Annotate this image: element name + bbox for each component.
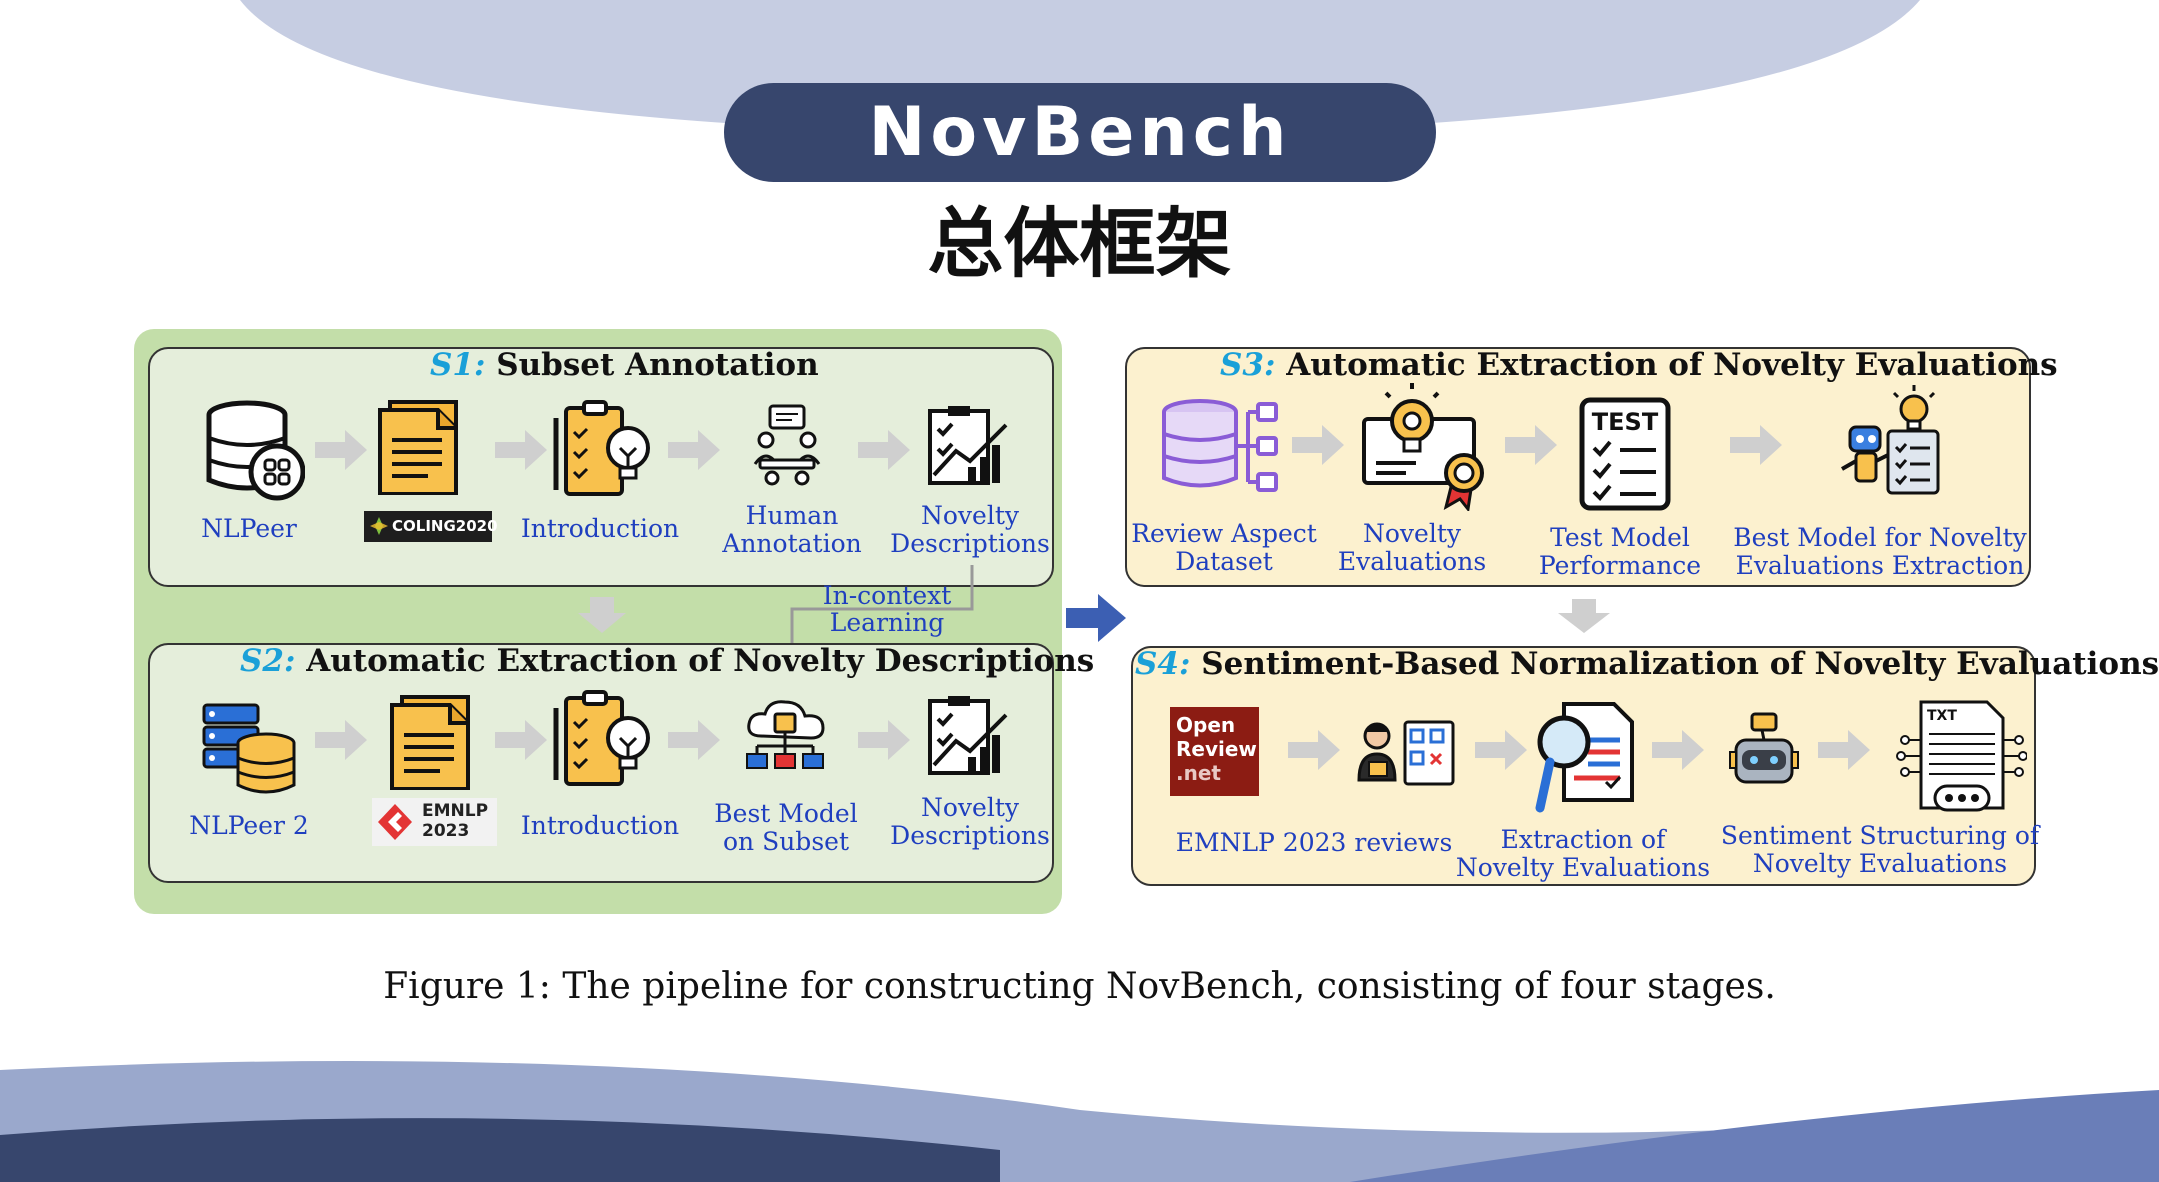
down-flow-arrow-icon	[1558, 599, 1610, 633]
txt-file-icon: TXT	[1896, 700, 2027, 812]
s4-node-label: Sentiment Structuring of Novelty Evaluat…	[1720, 821, 2040, 878]
clipboard-idea-icon	[553, 400, 650, 496]
stage-s3-panel	[1125, 347, 2031, 587]
flow-arrow-icon	[1475, 730, 1527, 770]
flow-arrow-icon	[1505, 425, 1557, 465]
stage-s3-code: S3	[1220, 347, 1264, 383]
flow-arrow-icon	[315, 430, 367, 470]
cloud-network-icon	[746, 700, 825, 769]
certificate-icon	[1362, 383, 1484, 511]
stage-s2-code: S2	[240, 643, 284, 679]
s1-node-label: Novelty Descriptions	[890, 501, 1050, 558]
top-background-wave	[240, 0, 1920, 135]
database-tree-icon	[1162, 399, 1278, 492]
document-icon	[390, 695, 470, 790]
stage-s4-title: S4: Sentiment-Based Normalization of Nov…	[1135, 646, 2159, 682]
s1-node-label: Introduction	[520, 514, 680, 543]
s4-node-label: Extraction of Novelty Evaluations	[1455, 825, 1711, 882]
flow-arrow-icon	[668, 430, 720, 470]
flow-arrow-icon	[495, 720, 547, 760]
chatbot-icon	[1729, 712, 1799, 784]
title-pill: NovBench	[724, 83, 1436, 182]
stage-s2-title: S2: Automatic Extraction of Novelty Desc…	[240, 643, 1095, 679]
stage-s2-title-text: Automatic Extraction of Novelty Descript…	[306, 643, 1095, 679]
document-icon	[378, 400, 458, 495]
s4-node-label: EMNLP 2023 reviews	[1175, 828, 1453, 857]
s1-node-label: Human Annotation	[722, 501, 862, 558]
s3-node-label: Review Aspect Dataset	[1131, 519, 1317, 576]
down-flow-arrow-icon	[578, 597, 626, 633]
flow-arrow-icon	[1818, 730, 1870, 770]
stage-s3-title-text: Automatic Extraction of Novelty Evaluati…	[1286, 347, 2058, 383]
flow-arrow-icon	[668, 720, 720, 760]
reviewer-icon	[1357, 720, 1455, 786]
s2-node-label: Introduction	[520, 811, 680, 840]
flow-arrow-icon	[495, 430, 547, 470]
flow-arrow-icon	[1288, 730, 1340, 770]
s3-node-label: Novelty Evaluations	[1337, 519, 1487, 576]
stage-s4-code: S4	[1135, 646, 1179, 682]
robot-idea-icon	[1841, 385, 1940, 495]
flow-arrow-icon	[315, 720, 367, 760]
s1-node-label: NLPeer	[201, 514, 297, 543]
clipboard-idea-icon	[553, 690, 650, 786]
stage-s1-title-text: Subset Annotation	[496, 347, 819, 383]
stage-s1-title: S1: Subset Annotation	[430, 347, 819, 383]
stage-s1-code: S1	[430, 347, 474, 383]
server-database-icon	[202, 703, 296, 794]
s2-node-label: Best Model on Subset	[714, 799, 858, 856]
svg-text:TXT: TXT	[1927, 708, 1957, 724]
coling-logo: COLING2020	[364, 511, 498, 542]
meeting-icon	[753, 404, 821, 486]
s3-node-label: Best Model for Novelty Evaluations Extra…	[1733, 523, 2027, 580]
flow-arrow-icon	[1730, 425, 1782, 465]
figure-caption: Figure 1: The pipeline for constructing …	[383, 966, 1776, 1007]
stage-transition-arrow-icon	[1066, 594, 1126, 642]
svg-text:TEST: TEST	[1592, 408, 1659, 436]
page-title: NovBench	[868, 93, 1292, 172]
s2-node-label: NLPeer 2	[189, 811, 309, 840]
chart-board-icon	[928, 696, 1008, 775]
bottom-background-wave	[0, 1061, 2159, 1182]
in-context-label: In-context Learning	[822, 581, 952, 637]
s2-node-label: Novelty Descriptions	[890, 793, 1050, 850]
openreview-logo: Open Review .net	[1170, 707, 1259, 796]
test-sheet-icon: TEST	[1579, 397, 1671, 511]
emnlp-logo: EMNLP 2023	[372, 798, 497, 846]
stage-s3-title: S3: Automatic Extraction of Novelty Eval…	[1220, 347, 2058, 383]
flow-arrow-icon	[1652, 730, 1704, 770]
chart-board-icon	[928, 406, 1008, 485]
stage-s4-title-text: Sentiment-Based Normalization of Novelty…	[1201, 646, 2159, 682]
flow-arrow-icon	[858, 430, 910, 470]
flow-arrow-icon	[858, 720, 910, 760]
flow-arrow-icon	[1292, 425, 1344, 465]
database-icon	[206, 400, 305, 501]
magnifier-document-icon	[1535, 702, 1634, 813]
page-subtitle: 总体框架	[927, 199, 1232, 288]
s3-node-label: Test Model Performance	[1538, 523, 1702, 580]
